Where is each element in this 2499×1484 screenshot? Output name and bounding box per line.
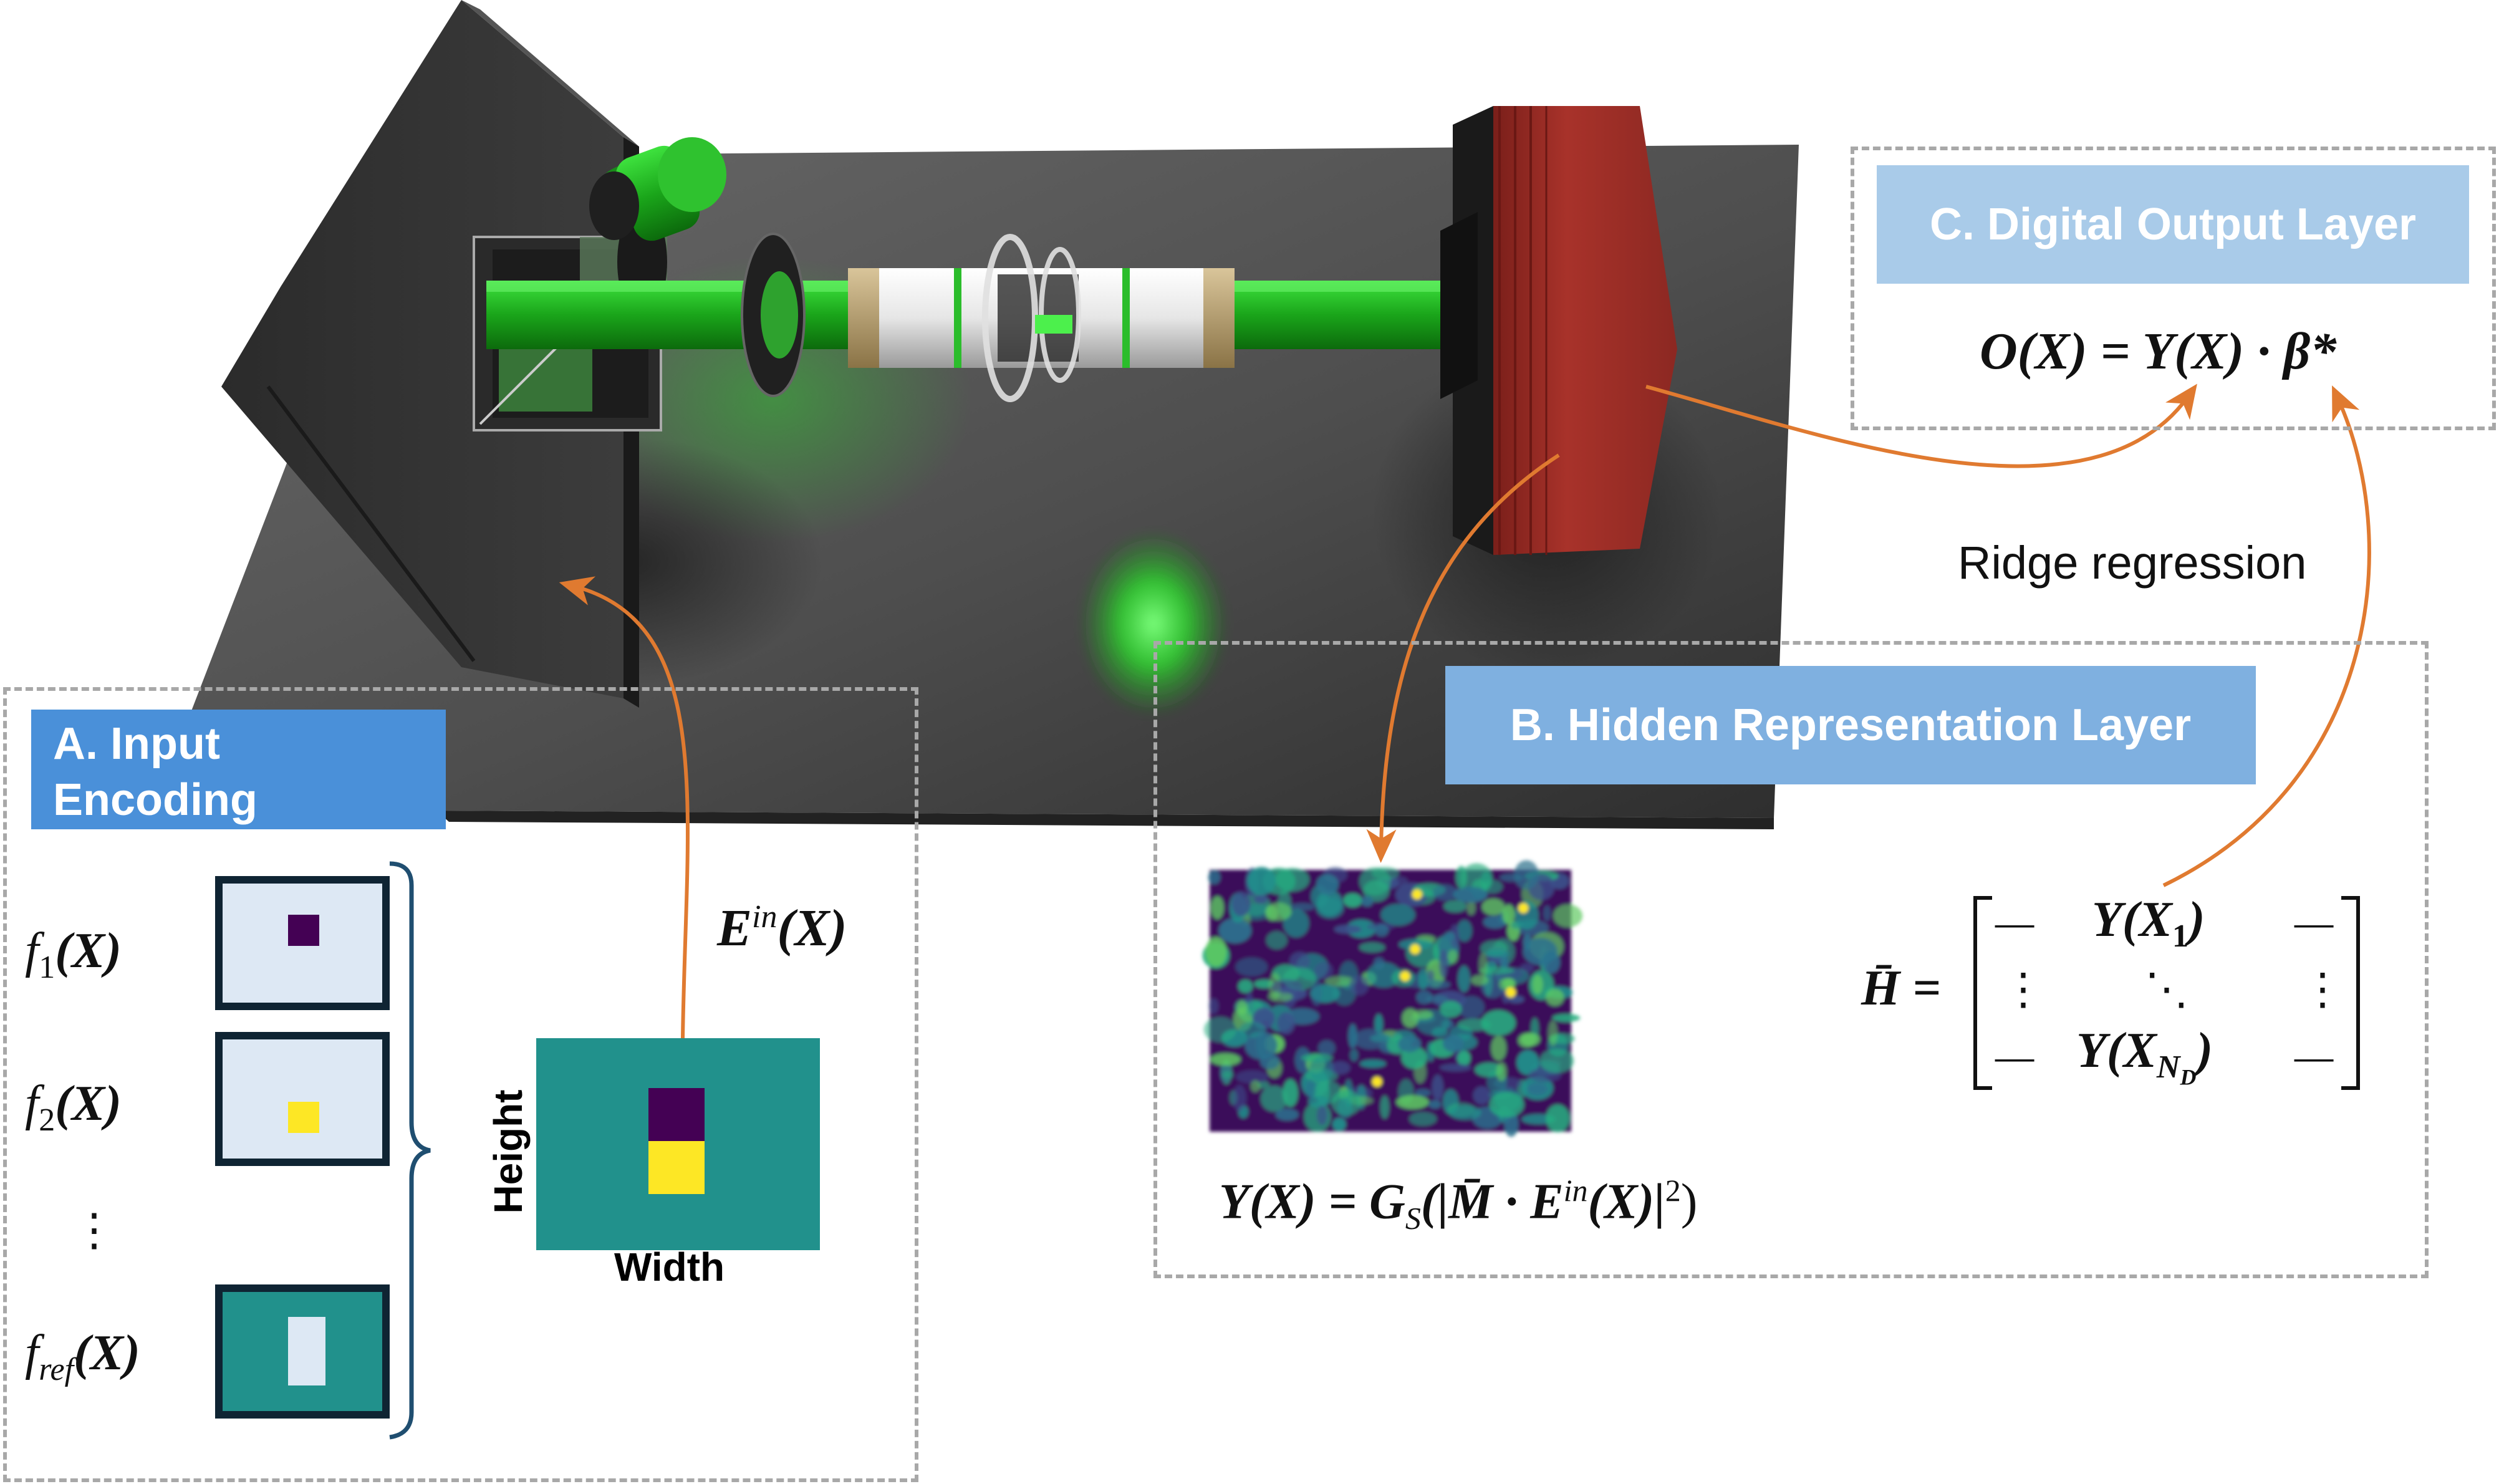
arrow-hidden-to-output (2162, 385, 2371, 887)
hidden-equation: Y(X) = GS(|M̄ · Ein(X)|2) (1219, 1173, 1698, 1236)
matrix-row3-dash-right: — (2294, 1033, 2334, 1081)
panel-hidden-title: B. Hidden Representation Layer (1445, 666, 2256, 784)
slm-plate (221, 0, 624, 698)
arrow-encoding-to-slm (559, 576, 690, 1039)
matrix-row1-dash-right: — (2294, 899, 2334, 947)
panel-input-encoding (3, 687, 918, 1482)
arrow-camera-to-output (1645, 383, 2197, 468)
feature-fref-pixel (288, 1317, 325, 1385)
feature-label-fref: fref(X) (25, 1326, 140, 1387)
matrix-row2-vdots-left: ⋮ (2001, 966, 2045, 1014)
panel-input-title-line1: A. Input (53, 719, 220, 769)
panel-digital-output (1851, 147, 2496, 430)
matrix-right-bracket (2341, 896, 2360, 1090)
panel-input-title: A. Input Encoding (31, 710, 446, 829)
matrix-left-bracket (1973, 896, 1992, 1090)
feature-label-f2: f2(X) (25, 1076, 122, 1138)
encoded-pixel-yellow (648, 1141, 705, 1194)
laser-source (589, 137, 726, 241)
feature-label-f1: f1(X) (25, 923, 122, 985)
camera-detector (1440, 106, 1677, 555)
feature-f1-pixel (288, 915, 319, 946)
height-axis-label: Height (486, 1089, 531, 1214)
laser-spot (1079, 530, 1228, 717)
panel-hidden-representation (1153, 641, 2429, 1278)
feature-box-f1 (215, 876, 390, 1010)
matrix-row2-ddots: ⋱ (2145, 966, 2188, 1014)
speckle-image (1202, 860, 1583, 1137)
width-axis-label: Width (614, 1245, 725, 1289)
feature-brace (389, 861, 431, 1440)
matrix-row2-vdots-right: ⋮ (2301, 966, 2344, 1014)
encoded-field-image (536, 1038, 820, 1250)
matrix-lhs-label: H̄ = (1861, 961, 1941, 1016)
ridge-regression-label: Ridge regression (1958, 537, 2307, 589)
feature-label-vdots: ⋮ (72, 1205, 117, 1255)
feature-box-fref (215, 1284, 390, 1419)
lens-assembly (848, 234, 1235, 402)
panel-output-title: C. Digital Output Layer (1877, 165, 2469, 284)
matrix-row1-entry: Y(X1) (2092, 892, 2205, 954)
matrix-row1-dash-left: — (1995, 899, 2034, 947)
feature-f2-pixel (288, 1102, 319, 1133)
encoded-field-label: Ein(X) (717, 899, 847, 957)
encoded-pixel-dark (648, 1088, 705, 1141)
matrix-row3-dash-left: — (1995, 1033, 2034, 1081)
panel-input-title-line2: Encoding (53, 775, 258, 825)
feature-box-f2 (215, 1032, 390, 1166)
arrow-camera-to-speckle (1366, 453, 1560, 863)
matrix-row3-entry: Y(XND) (2076, 1023, 2213, 1090)
output-equation: O(X) = Y(X) · β* (1980, 322, 2337, 380)
